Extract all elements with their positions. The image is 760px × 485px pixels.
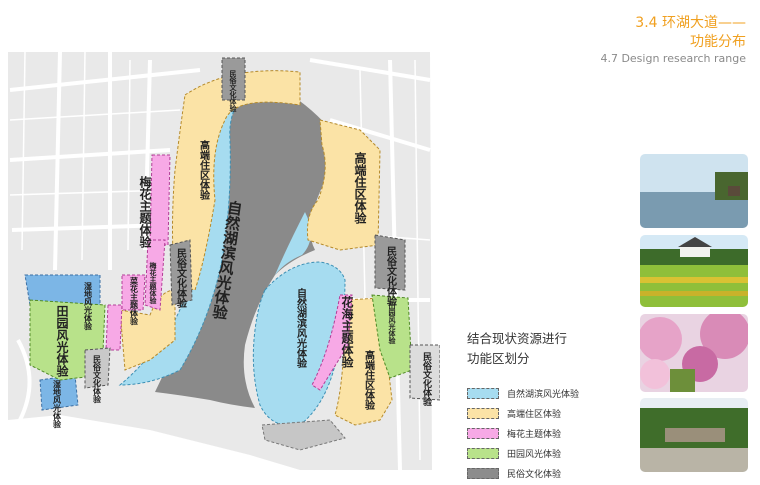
legend-swatch <box>467 387 499 399</box>
legend: 自然湖滨风光体验 高端住区体验 梅花主题体验 田园风光体验 民俗文化体验 <box>467 383 579 483</box>
map-label-pastoral-west: 田园风光体验 <box>55 305 69 378</box>
map-label-folk-mid: 民俗文化体验 <box>175 248 188 309</box>
summary-line2: 功能区划分 <box>467 351 530 366</box>
function-zoning-map: 民俗文化体验 高端住区体验 梅花主题体验 自然湖滨风光体验 民俗文化体验 高端住… <box>8 52 441 470</box>
page-title: 3.4 环湖大道—— 功能分布 <box>635 14 746 52</box>
lake-water <box>155 83 345 409</box>
village-gate-photo <box>640 398 748 472</box>
map-label-highend-nw: 高端住区体验 <box>198 139 210 201</box>
map-label-natural-center: 自然湖滨风光体验 <box>295 287 308 369</box>
summary-line1: 结合现状资源进行 <box>467 331 568 346</box>
map-label-highend-se: 高端住区体验 <box>363 349 375 411</box>
map-label-folk-sw: 民俗文化体验 <box>92 355 102 404</box>
legend-item-highend: 高端住区体验 <box>467 403 579 423</box>
legend-swatch <box>467 427 499 439</box>
legend-label: 梅花主题体验 <box>507 429 562 440</box>
map-label-text: 民俗文化体验 <box>229 70 238 113</box>
legend-item-plum: 梅花主题体验 <box>467 423 579 443</box>
page-title-line2: 功能分布 <box>690 34 746 50</box>
page-subtitle: 4.7 Design research range <box>600 52 746 65</box>
farmland-photo <box>640 235 748 307</box>
map-label-plum-vegetable: 菜花主题体验 <box>129 276 139 326</box>
map-label-folk-se: 民俗文化体验 <box>421 352 433 407</box>
legend-label: 高端住区体验 <box>507 409 562 420</box>
plum-blossom-photo <box>640 314 748 392</box>
legend-swatch <box>467 447 499 459</box>
map-label-folk-top: 民俗文化体验 <box>229 70 238 113</box>
legend-item-folk: 民俗文化体验 <box>467 463 579 483</box>
map-label-flower-sea: 花海主题体验 <box>340 295 354 369</box>
page-title-line1: 3.4 环湖大道—— <box>635 15 746 31</box>
legend-swatch <box>467 467 499 479</box>
map-label-wetland-sw: 湿地风光体验 <box>52 379 62 429</box>
legend-item-pastoral: 田园风光体验 <box>467 443 579 463</box>
zoning-summary: 结合现状资源进行 功能区划分 <box>467 329 567 369</box>
map-label-folk-east: 民俗文化体验 <box>385 246 398 307</box>
legend-swatch <box>467 407 499 419</box>
legend-item-natural: 自然湖滨风光体验 <box>467 383 579 403</box>
map-label-highend-ne: 高端住区体验 <box>353 151 367 225</box>
legend-label: 自然湖滨风光体验 <box>507 389 580 400</box>
map-label-wetland-west: 湿地风光体验 <box>83 281 93 331</box>
map-label-plum-west: 梅花主题体验 <box>138 175 152 249</box>
map-label-pastoral-east: 田园风光体验 <box>388 302 397 345</box>
legend-label: 民俗文化体验 <box>507 469 562 480</box>
lakeside-view-photo <box>640 154 748 228</box>
legend-label: 田园风光体验 <box>507 449 562 460</box>
map-label-plum-small: 梅花主题体验 <box>149 261 158 305</box>
